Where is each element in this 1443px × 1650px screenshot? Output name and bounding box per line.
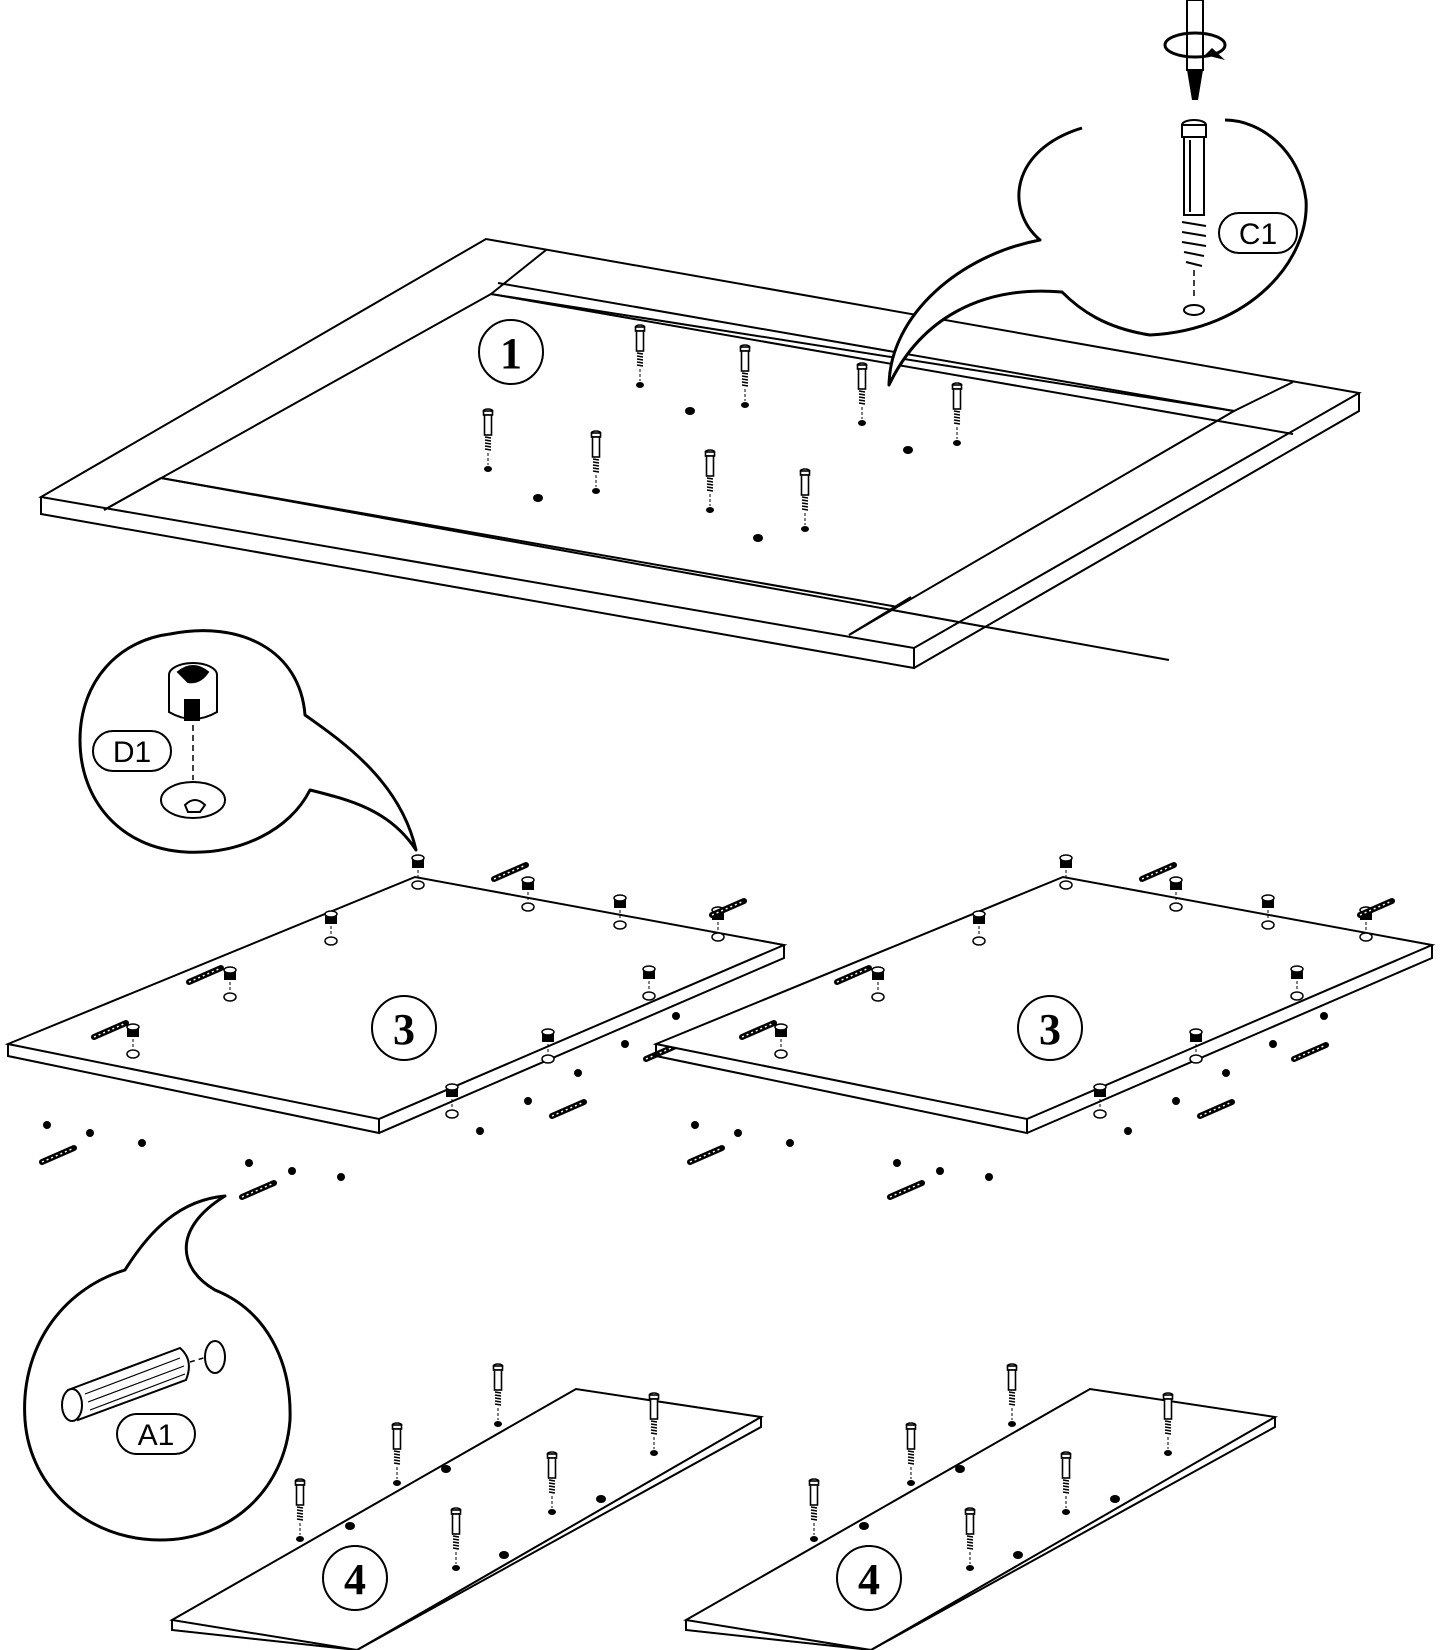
c1-label: C1 [1239,218,1277,251]
panel-3-right-label: 3 [1017,995,1083,1061]
cam-bolt-screw-icon [1181,119,1207,316]
panel-1-front-edge [40,497,915,670]
panel-4-right-top-face [683,1387,1278,1650]
a1-label: A1 [138,1419,175,1452]
panel-4-left [169,1387,764,1650]
panel-1-label: 1 [478,319,544,385]
wooden-dowel-icon [61,1340,226,1422]
panel-3-left-number: 3 [393,1005,415,1054]
d1-callout: D1 [78,629,418,854]
panel-3-left-label: 3 [371,995,437,1061]
panel-4-right-label: 4 [836,1545,902,1611]
panel-1-inner-frame [103,292,1237,636]
panel-1 [38,237,1362,670]
panel-1-cam-bolts [482,324,963,542]
panel-1-side-edge [913,393,1360,669]
panel-4-right [683,1387,1278,1650]
screwdriver-icon [1163,0,1227,100]
panel-3-right-number: 3 [1039,1005,1061,1054]
d1-label: D1 [113,736,151,769]
panel-3-right-hardware [690,854,1392,1197]
panel-4-left-number: 4 [344,1555,366,1604]
panel-1-number: 1 [500,329,522,378]
panel-4-right-number: 4 [858,1555,880,1604]
panel-4-left-bolts [294,1363,660,1572]
panel-3-left-hardware [42,854,744,1197]
c1-callout: C1 [887,0,1308,387]
a1-callout: A1 [23,1194,292,1542]
panel-4-right-bolts [808,1363,1174,1572]
panel-4-left-label: 4 [322,1545,388,1611]
cam-lock-icon [160,662,226,819]
